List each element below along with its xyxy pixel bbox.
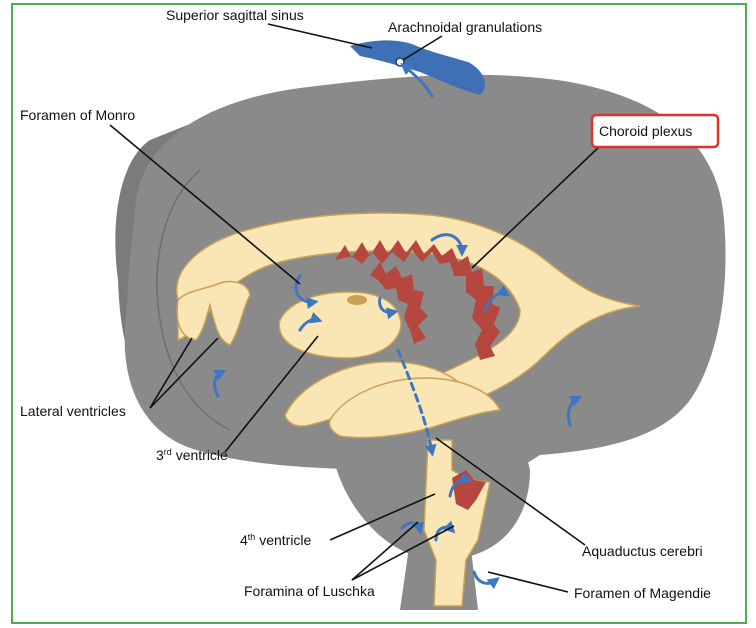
frontal-horn [176, 280, 251, 346]
leader-luschka-a [351, 521, 419, 581]
label-superior-sagittal-sinus: Superior sagittal sinus [166, 7, 304, 23]
label-choroid-plexus: Choroid plexus [599, 123, 692, 139]
flow-arrow-aqueduct [396, 348, 437, 457]
flow-arrow-magendie [472, 570, 500, 590]
leader-arachnoidal [402, 35, 443, 61]
label-lateral-ventricles: Lateral ventricles [20, 403, 126, 419]
flow-arrow-fourth [448, 472, 473, 498]
label-foramen-of-monro: Foramen of Monro [20, 107, 135, 123]
leader-monro [109, 124, 301, 285]
label-aquaductus-cerebri: Aquaductus cerebri [582, 543, 703, 559]
flow-arrow-third [378, 296, 399, 320]
leader-choroid [471, 145, 601, 269]
leader-lateral-b [149, 337, 219, 409]
label-fourth-ventricle: 4th ventricle [240, 532, 312, 548]
flow-arrow-right [483, 285, 510, 312]
lobe-seam [156, 169, 231, 431]
flow-arrow-space-right [566, 395, 583, 427]
choroid-plexus-highlight-box [590, 113, 720, 149]
flow-arrow-monro [294, 274, 319, 309]
flow-arrow-third-front [298, 312, 323, 332]
flow-arrow-top [430, 233, 468, 257]
interthalamic-adhesion [347, 295, 367, 305]
label-foramen-of-magendie: Foramen of Magendie [574, 585, 711, 601]
flow-arrow-space-left [212, 369, 227, 398]
leader-fourth [329, 493, 436, 541]
superior-sagittal-sinus [350, 40, 485, 95]
choroid-plexus-inner [370, 262, 428, 344]
label-third-ventricle: 3rd ventricle [156, 447, 228, 463]
choroid-plexus-band [335, 240, 500, 360]
label-foramina-of-luschka: Foramina of Luschka [244, 583, 375, 599]
leader-lateral-a [149, 337, 193, 409]
leader-aqueduct [435, 437, 586, 546]
leader-sagittal-sinus [267, 23, 373, 49]
temporal-horn-back [328, 377, 502, 439]
brain-hemisphere [124, 74, 726, 481]
leader-luschka-b [351, 525, 455, 581]
flow-arrow-luschka-left [400, 521, 425, 535]
leader-third [224, 335, 319, 453]
sinus-flow-arrow [400, 63, 434, 98]
label-arachnoidal-granulations: Arachnoidal granulations [388, 19, 542, 35]
leader-magendie [487, 571, 569, 593]
